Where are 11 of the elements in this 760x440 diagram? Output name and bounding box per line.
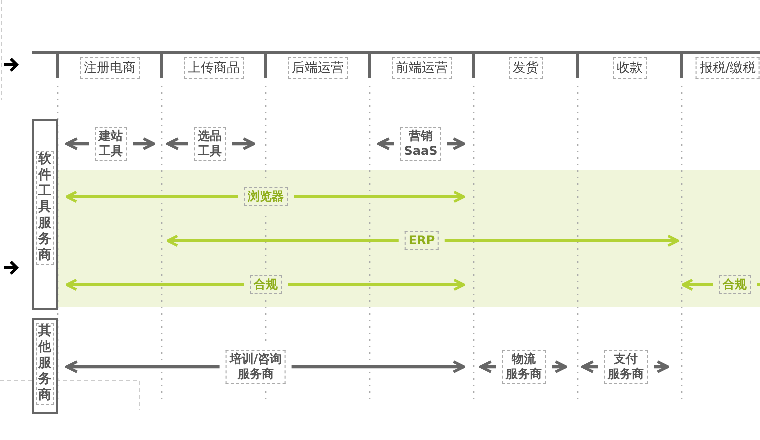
stage-header: 上传商品 bbox=[184, 57, 244, 79]
lane-header bbox=[32, 318, 58, 414]
lane-title: 软件工具服务商 bbox=[36, 151, 54, 265]
lane-title: 其他服务商 bbox=[36, 323, 54, 405]
stage-header: 发货 bbox=[509, 57, 543, 79]
stage-header: 后端运营 bbox=[288, 57, 348, 79]
stage-header: 前端运营 bbox=[392, 57, 452, 79]
stage-header: 注册电商 bbox=[80, 57, 140, 79]
stage-header: 收款 bbox=[613, 57, 647, 79]
lane-header bbox=[32, 119, 58, 310]
stage-header: 报税/缴税 bbox=[696, 57, 760, 79]
